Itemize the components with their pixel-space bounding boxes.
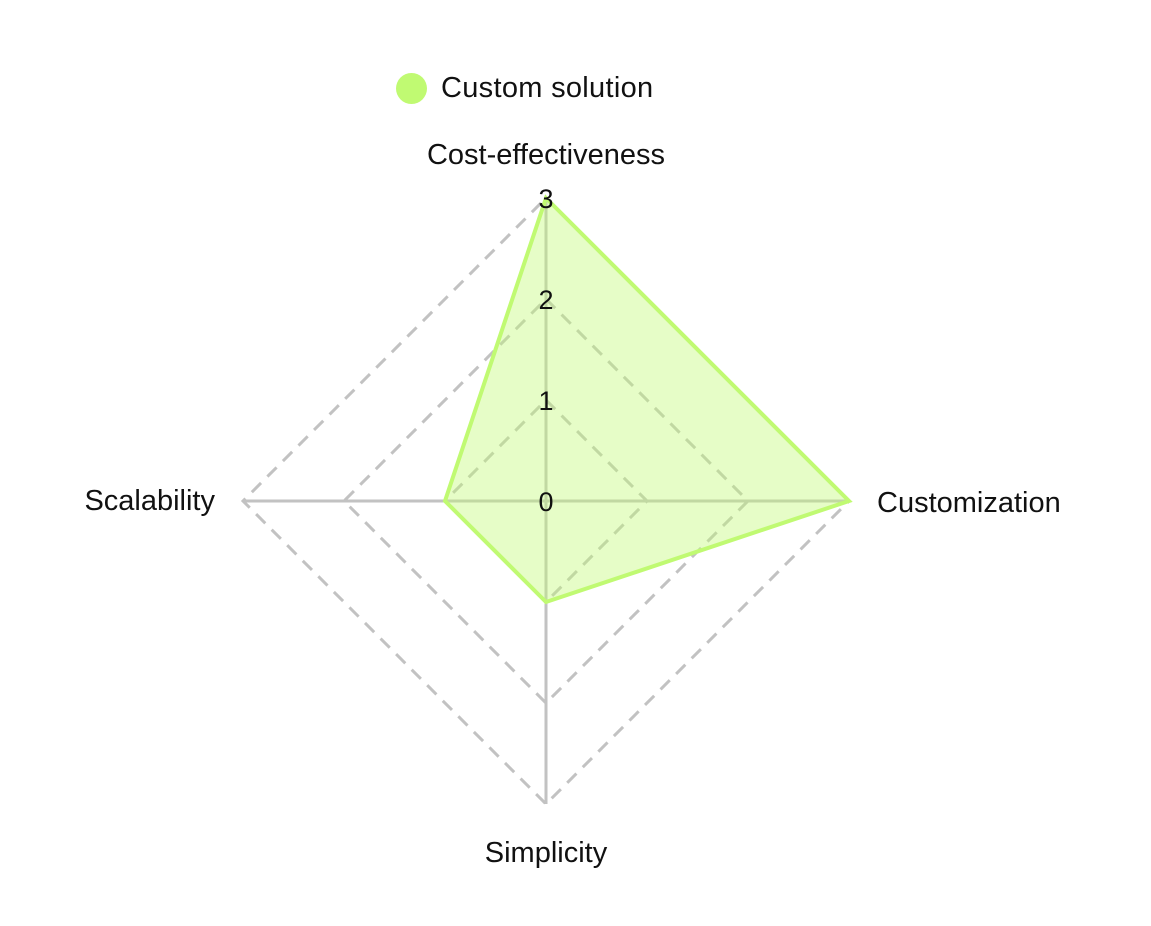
grid-layer bbox=[240, 195, 852, 807]
tick-label-1: 1 bbox=[538, 386, 553, 416]
axis-label-layer: Cost-effectivenessCustomizationSimplicit… bbox=[84, 139, 1060, 869]
legend: Custom solution bbox=[396, 72, 653, 105]
legend-label: Custom solution bbox=[441, 72, 654, 104]
tick-layer: 0 1 2 3 bbox=[538, 184, 553, 517]
grid-ring-1 bbox=[442, 397, 650, 605]
axis-label-scalability: Scalability bbox=[84, 485, 215, 517]
series-layer bbox=[442, 194, 853, 605]
legend-swatch bbox=[396, 73, 427, 104]
series-area-0 bbox=[442, 194, 853, 605]
axis-label-simplicity: Simplicity bbox=[485, 837, 608, 869]
axis-label-customization: Customization bbox=[877, 487, 1061, 519]
tick-label-0: 0 bbox=[538, 487, 553, 517]
tick-label-2: 2 bbox=[538, 285, 553, 315]
grid-ring-2 bbox=[341, 296, 751, 706]
tick-label-3: 3 bbox=[538, 184, 553, 214]
axis-label-cost-effectiveness: Cost-effectiveness bbox=[427, 139, 665, 171]
